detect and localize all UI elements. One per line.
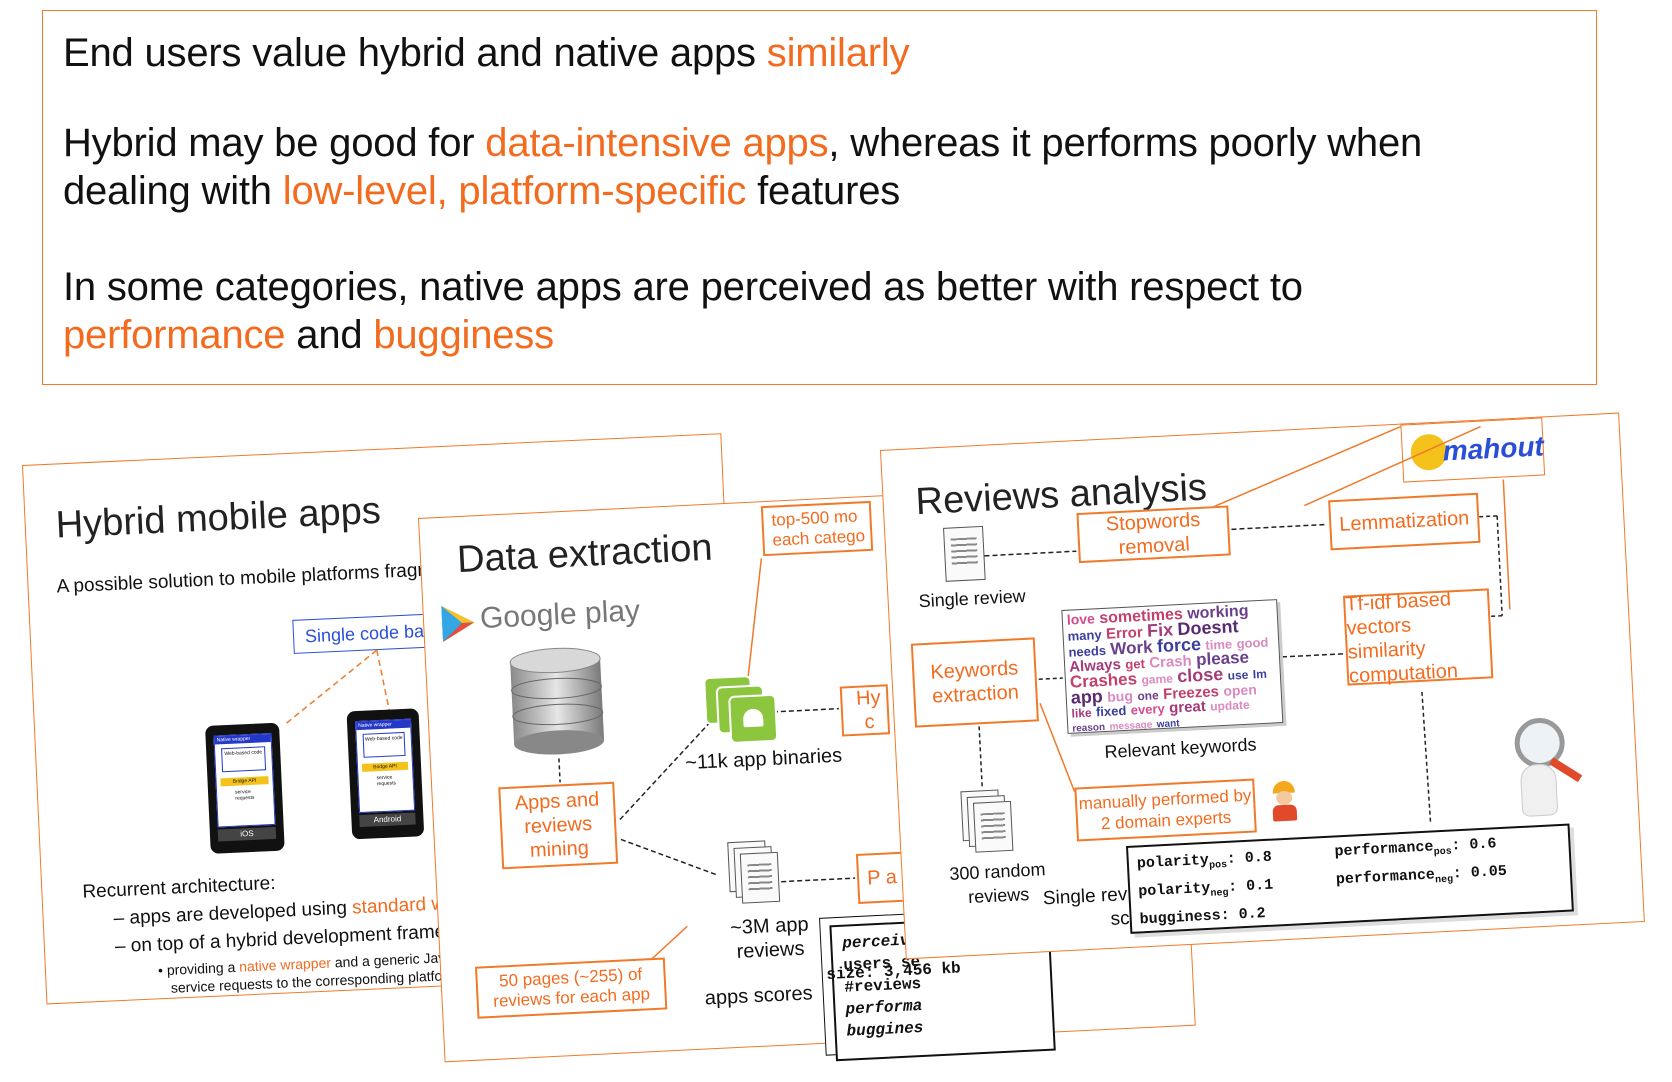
manual-experts-box: manually performed by 2 domain experts xyxy=(1074,778,1257,842)
keyword: update xyxy=(1209,697,1250,714)
extraction-arrows xyxy=(558,558,856,970)
summary-line-3: dealing with low-level, platform-specifi… xyxy=(63,167,900,215)
native-wrapper-label: Native wrapper xyxy=(214,734,271,745)
google-play-icon xyxy=(441,605,475,642)
processing-box: P a xyxy=(855,851,907,904)
metric-sub: neg xyxy=(1210,887,1229,900)
summary-text: features xyxy=(746,169,901,213)
top500-box: top-500 mo each catego xyxy=(760,500,874,557)
summary-highlight: performance xyxy=(63,313,286,357)
random-review-doc-icon xyxy=(972,800,1014,853)
metric-sub: pos xyxy=(1208,859,1228,872)
keyword: reason xyxy=(1072,721,1106,734)
bridge-api-label: Bridge API xyxy=(220,776,269,787)
metric-value: : 0.8 xyxy=(1226,848,1273,868)
summary-box: End users value hybrid and native apps s… xyxy=(42,10,1597,385)
summary-text: In some categories, native apps are perc… xyxy=(63,265,1303,309)
android-binaries-icon xyxy=(703,674,779,745)
phone-ios: Native wrapper Web-based code Bridge API… xyxy=(205,722,285,854)
keyword: fixed xyxy=(1095,702,1127,720)
summary-text: dealing with xyxy=(63,169,283,213)
service-requests-label: service requests xyxy=(234,788,255,802)
metric-value: : 0.05 xyxy=(1452,862,1508,883)
web-code-label: Web-based code xyxy=(221,746,267,773)
tfidf-box: Tf-idf based vectors similarity computat… xyxy=(1342,588,1494,688)
summary-line-1: End users value hybrid and native apps s… xyxy=(63,29,910,77)
metric-name: performance xyxy=(1334,838,1434,861)
slide-reviews-analysis: Reviews analysis mahout Single review St… xyxy=(880,412,1645,960)
summary-text: Hybrid may be good for xyxy=(63,121,486,165)
keyword: use xyxy=(1227,667,1249,683)
metric-value: : 0.1 xyxy=(1227,876,1274,896)
summary-highlight: data-intensive apps xyxy=(485,121,829,165)
metric-name: performance xyxy=(1335,866,1436,889)
single-review-doc-icon xyxy=(943,525,986,582)
keyword: every xyxy=(1130,700,1166,718)
keyword: like xyxy=(1071,705,1092,721)
lemmatization-box: Lemmatization xyxy=(1328,492,1481,551)
database-icon xyxy=(509,647,605,755)
metric-name: polarity xyxy=(1137,879,1211,901)
keyword: great xyxy=(1168,697,1207,717)
hybrid-detection-box: Hy c xyxy=(839,684,891,737)
summary-highlight: bugginess xyxy=(373,313,554,357)
metric-value: : 0.6 xyxy=(1451,835,1497,855)
summary-highlight: low-level, platform-specific xyxy=(282,169,747,213)
keyword: many xyxy=(1067,627,1102,644)
metric-sub: neg xyxy=(1434,874,1454,887)
summary-text: End users value hybrid and native apps xyxy=(63,31,767,75)
web-code-label: Web-based code xyxy=(362,731,406,758)
reviews-label: ~3M app reviews xyxy=(729,913,810,963)
magnifier-person-icon xyxy=(1503,716,1588,820)
keyword-word-cloud: love sometimes working many Error Fix Do… xyxy=(1061,599,1284,734)
native-wrapper-label: Native wrapper xyxy=(356,719,411,731)
phone-android: Native wrapper Web-based code Bridge API… xyxy=(346,708,425,840)
summary-highlight: similarly xyxy=(766,31,910,75)
metric-sub: pos xyxy=(1433,846,1453,859)
summary-line-2: Hybrid may be good for data-intensive ap… xyxy=(63,119,1422,167)
bridge-api-label: Bridge API xyxy=(361,761,409,772)
summary-text: , whereas it performs poorly when xyxy=(828,121,1423,165)
platform-label: iOS xyxy=(217,826,277,842)
reviews-arrows xyxy=(976,425,1511,824)
slide-data-extraction: Data extraction Google play Apps and rev… xyxy=(418,481,1196,1063)
keyword: Im xyxy=(1252,666,1268,682)
platform-label: Android xyxy=(359,812,416,828)
keywords-extraction-box: Keywords extraction xyxy=(910,637,1039,728)
pages-box: 50 pages (~255) of reviews for each app xyxy=(474,957,668,1019)
summary-line-4: In some categories, native apps are perc… xyxy=(63,263,1303,311)
keyword: love xyxy=(1066,610,1096,628)
summary-line-5: performance and bugginess xyxy=(63,311,554,359)
expert-worker-icon xyxy=(1268,780,1300,822)
metric-name: polarity xyxy=(1136,851,1210,873)
review-doc-icon xyxy=(739,851,781,904)
keyword: open xyxy=(1222,681,1258,699)
apps-reviews-mining-box: Apps and reviews mining xyxy=(498,781,619,870)
service-requests-label: service requests xyxy=(376,774,397,788)
summary-text: and xyxy=(285,313,374,357)
stopwords-removal-box: Stopwords removal xyxy=(1076,505,1231,564)
bullet-text: providing a xyxy=(166,958,240,978)
